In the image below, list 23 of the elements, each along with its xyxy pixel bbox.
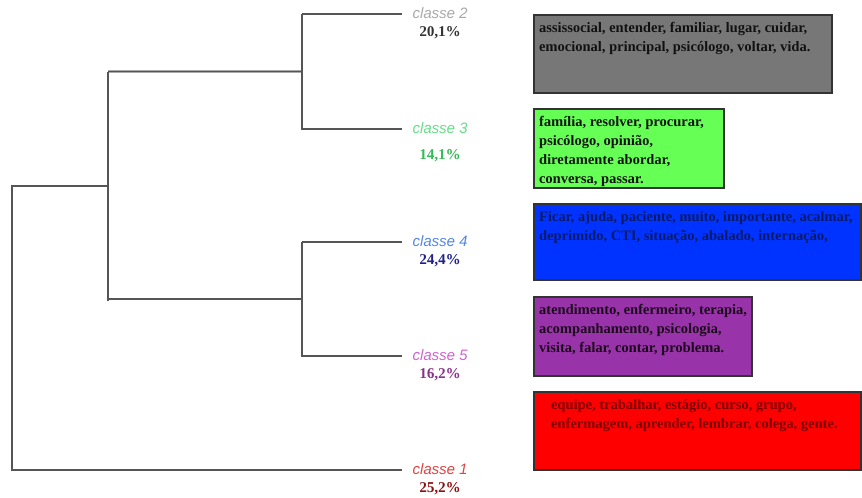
word-list-box: família, resolver, procurar, psicólogo, opinião, diretamente abordar, conversa, passar. [533, 108, 725, 189]
percentage-label: 20,1% [418, 23, 462, 41]
class-label: classe 1 [411, 461, 469, 479]
class-label: classe 4 [411, 233, 469, 251]
dendrogram-branch [12, 469, 402, 471]
dendrogram-branch [108, 298, 301, 300]
dendrogram-branch [302, 355, 402, 357]
percentage-label: 25,2% [418, 479, 462, 497]
class-label: classe 5 [411, 347, 469, 365]
dendrogram-branch [302, 241, 402, 243]
class-label: classe 2 [411, 5, 469, 23]
percentage-label: 24,4% [418, 251, 462, 269]
percentage-label: 14,1% [418, 146, 462, 164]
class-label: classe 3 [411, 120, 469, 138]
dendrogram-branch [108, 70, 301, 72]
dendrogram-branch [12, 185, 107, 187]
word-list-box: equipe, trabalhar, estágio, curso, grupo, enfermagem, aprender, lembrar, colega, gente. [533, 391, 862, 471]
dendrogram-branch [302, 13, 402, 15]
word-list-box: Ficar, ajuda, paciente, muito, importante, acalmar, deprimido, CTI, situação, abalado, internação, [533, 203, 862, 281]
word-list-box: atendimento, enfermeiro, terapia, acompanhamento, psicologia, visita, falar, contar, problema. [533, 296, 753, 377]
percentage-label: 16,2% [418, 365, 462, 383]
word-list-box: assissocial, entender, familiar, lugar, cuidar, emocional, principal, psicólogo, voltar, vida. [533, 14, 833, 94]
dendrogram-branch [302, 128, 402, 130]
